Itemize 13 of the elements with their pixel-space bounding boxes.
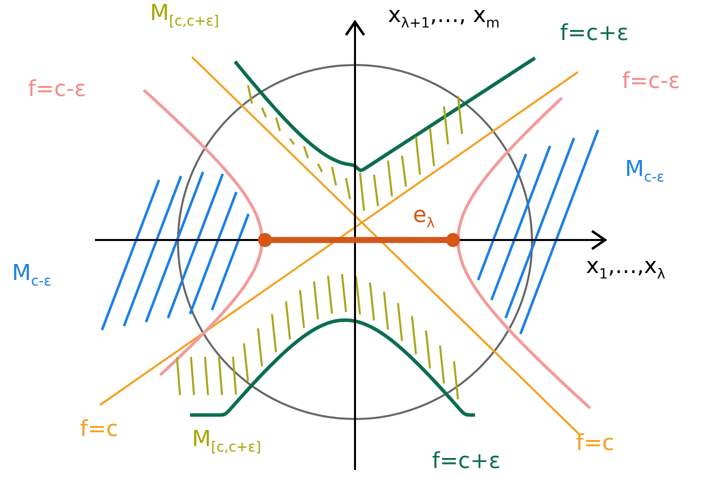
level-set-label: f=c-ε: [622, 70, 680, 94]
level-set-label: f=c: [80, 418, 118, 442]
level-set-label: f=c+ε: [560, 22, 629, 46]
region-label: M$_{c-ε}$: [625, 158, 664, 186]
axis-label: x$_{λ+1}$,…, x$_{m}$: [388, 4, 500, 32]
level-set-label: f=c+ε: [432, 450, 501, 474]
cell-label: e$_{λ}$: [413, 204, 435, 232]
level-set-label: f=c-ε: [28, 78, 86, 102]
region-label: M$_{[c,c+ε]}$: [192, 428, 262, 456]
region-label: M$_{c-ε}$: [12, 262, 52, 290]
axis-label: x$_{1}$,…,x$_{λ}$: [586, 255, 666, 283]
region-label: M$_{[c,c+ε]}$: [150, 2, 220, 30]
level-set-label: f=c: [576, 432, 614, 456]
